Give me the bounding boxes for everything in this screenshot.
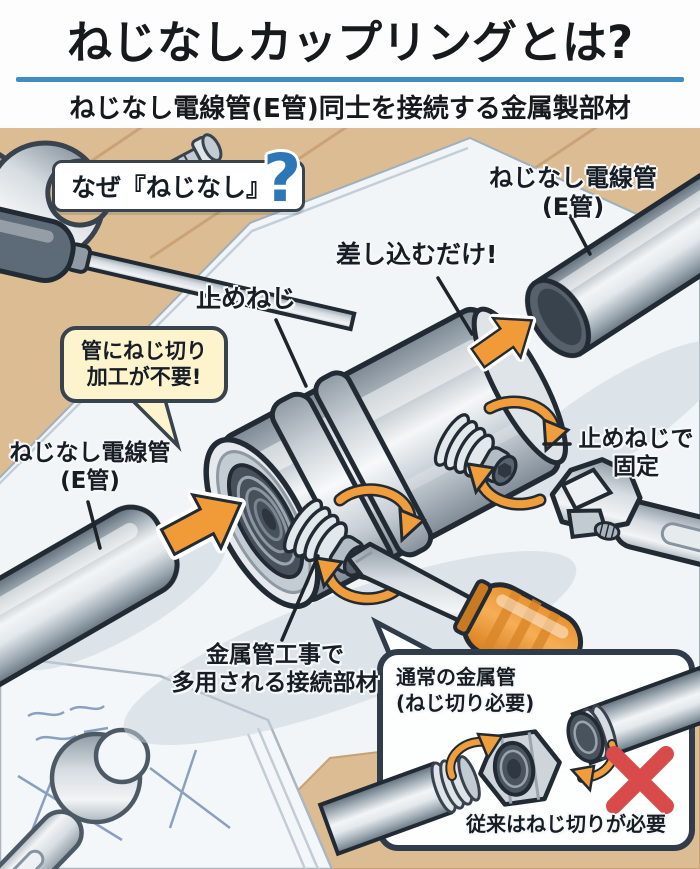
- adjustable-wrench-icon: [549, 457, 700, 589]
- question-mark-icon: ?: [263, 140, 302, 217]
- red-x-icon: [606, 746, 674, 814]
- inset-box: [317, 616, 700, 857]
- leader-lines: [86, 214, 592, 642]
- speech-bubble-no-threading: 管にねじ切り 加工が不要!: [60, 326, 228, 403]
- rotate-arrow-screw1-icon: [313, 483, 427, 606]
- sketch-wrench-icon: [0, 727, 151, 869]
- notepad: [0, 654, 334, 869]
- title-divider: [16, 77, 684, 82]
- page-subtitle: ねじなし電線管(E管)同士を接続する金属製部材: [69, 94, 631, 124]
- label-insert-only: 差し込むだけ!: [336, 240, 498, 269]
- page-title: ねじなしカップリングとは?: [66, 16, 634, 69]
- rotate-arrow-screw2-icon: [465, 395, 571, 511]
- set-screw-2: [433, 413, 518, 487]
- question-box: なぜ『ねじなし』?: [52, 160, 305, 212]
- label-fix-with-set-screw: 止めねじで 固定: [578, 426, 694, 480]
- inset-hex-nut: [478, 729, 562, 807]
- inset-pipe-right: [566, 665, 700, 766]
- label-usage: 金属管工事で 多用される接続部材: [171, 642, 379, 696]
- illustration-scene: なぜ『ねじなし』? ? ねじなし電線管 (E管) 差し込むだけ! 止めねじ 管に…: [0, 128, 700, 869]
- screwdriver-top-icon: [0, 200, 357, 332]
- label-pipe-left: ねじなし電線管 (E管): [9, 440, 171, 494]
- insert-arrow-left-icon: [155, 489, 246, 560]
- label-set-screw: 止めねじ: [196, 284, 297, 313]
- inset-caption: 従来はねじ切りが必要: [466, 812, 666, 836]
- pipe-top-right: [525, 128, 700, 359]
- inset-rotate-arrow-left-icon: [445, 732, 505, 781]
- question-box-label: なぜ『ねじなし』?: [71, 173, 286, 202]
- insert-arrow-right-icon: [467, 313, 537, 372]
- header: ねじなしカップリングとは? ねじなし電線管(E管)同士を接続する金属製部材: [0, 0, 700, 128]
- inset-title: 通常の金属管 (ねじ切り必要): [396, 665, 535, 715]
- label-pipe-top-right: ねじなし電線管 (E管): [489, 164, 657, 221]
